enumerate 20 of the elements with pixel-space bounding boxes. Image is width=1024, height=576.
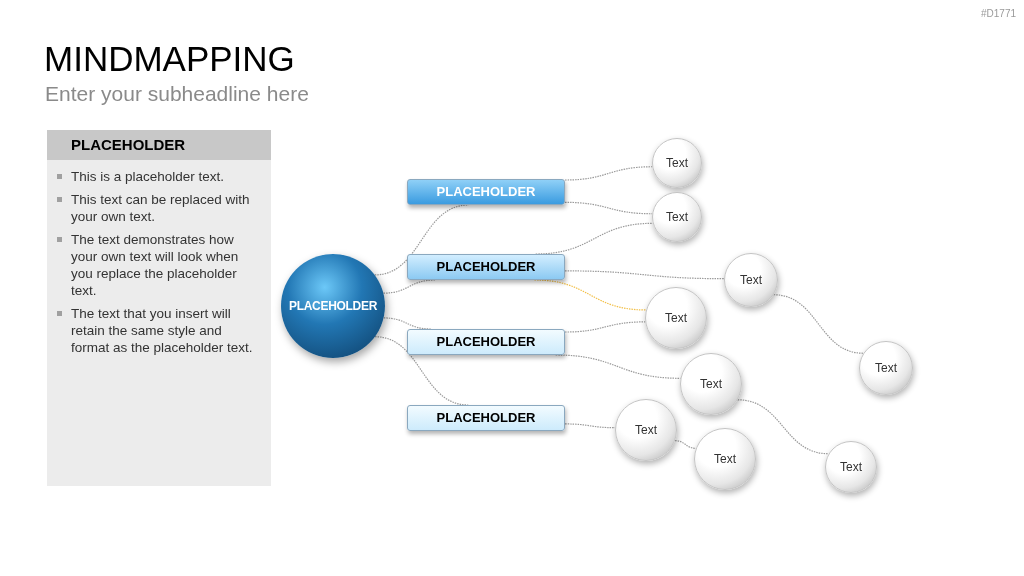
topic-box: PLACEHOLDER <box>407 179 565 205</box>
bullet-text: The text that you insert will retain the same style and format as the placeholder text. <box>71 305 254 356</box>
topic-box: PLACEHOLDER <box>407 329 565 355</box>
connector-line <box>737 399 830 455</box>
subtitle: Enter your subheadline here <box>45 81 309 107</box>
connector-line <box>564 201 653 215</box>
connector-line <box>564 321 646 333</box>
topic-box: PLACEHOLDER <box>407 254 565 280</box>
slide-number: #D1771 <box>980 7 1016 21</box>
connector-line <box>564 166 653 181</box>
connector-line <box>564 270 725 280</box>
connector-line <box>773 294 864 354</box>
title: MINDMAPPING <box>44 38 295 80</box>
panel-heading: PLACEHOLDER <box>47 130 271 160</box>
text-panel <box>47 130 271 486</box>
bullet-text: This text can be replaced with your own text. <box>71 191 251 225</box>
connector-line <box>564 423 616 429</box>
bullet-text: This is a placeholder text. <box>71 168 225 185</box>
topic-box: PLACEHOLDER <box>407 405 565 431</box>
bullet-text: The text demonstrates how your own text will look when you replace the placeholder text. <box>71 231 240 299</box>
